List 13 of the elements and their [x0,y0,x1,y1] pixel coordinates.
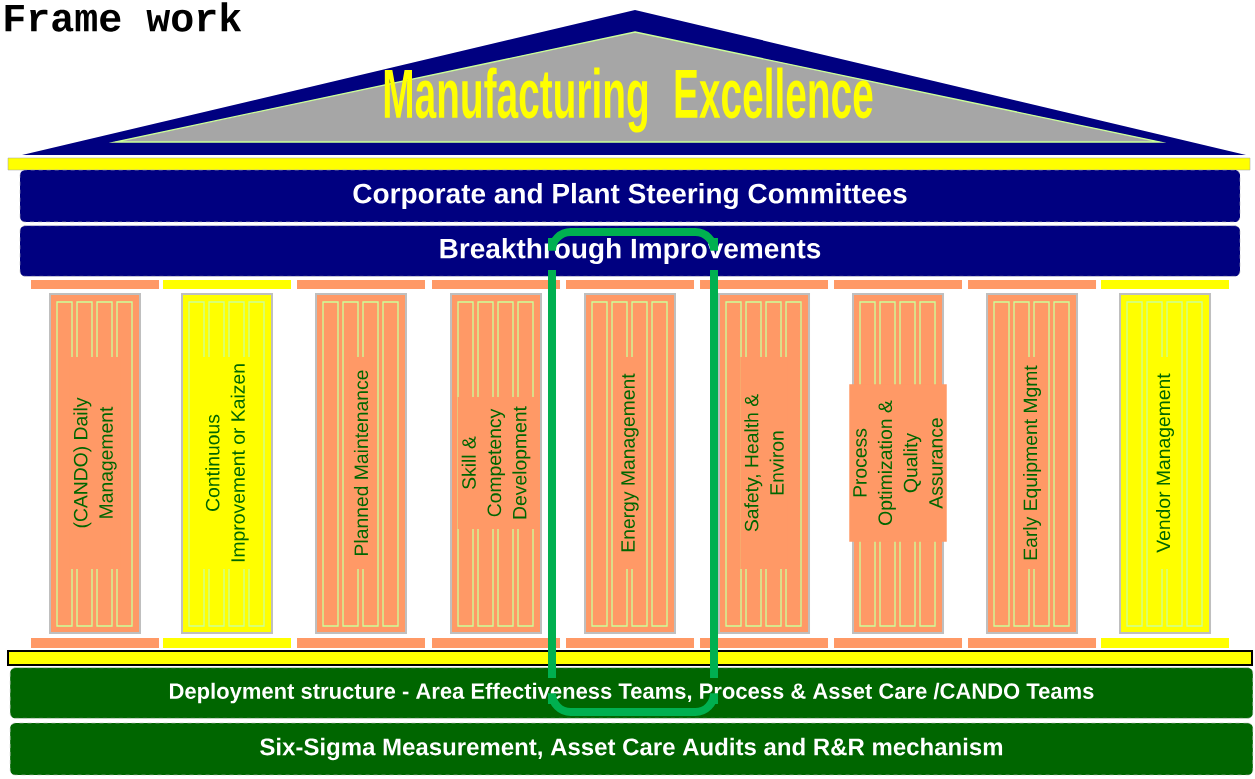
band: Deployment structure - Area Effectiveness Teams, Process & Asset Care /CANDO Teams [9,667,1254,719]
band: Six-Sigma Measurement, Asset Care Audits and R&R mechanism [9,722,1254,776]
pillar: Planned Maintenance [315,293,407,634]
pillar: Continuous Improvement or Kaizen [181,293,273,634]
pillar: Process Optimization & Quality Assurance [849,293,947,634]
band: Breakthrough Improvements [19,225,1241,277]
pillar: Early Equipment Mgmt [986,293,1078,634]
pillar: (CANDO) Daily Management [49,293,141,634]
pillar: Skill & Competency Development [450,293,542,634]
pillar: Energy Management [584,293,676,634]
band: Corporate and Plant Steering Committees [19,169,1241,223]
pillar: Safety, Health & Environ [718,293,810,634]
pillar: Vendor Management [1119,293,1211,634]
